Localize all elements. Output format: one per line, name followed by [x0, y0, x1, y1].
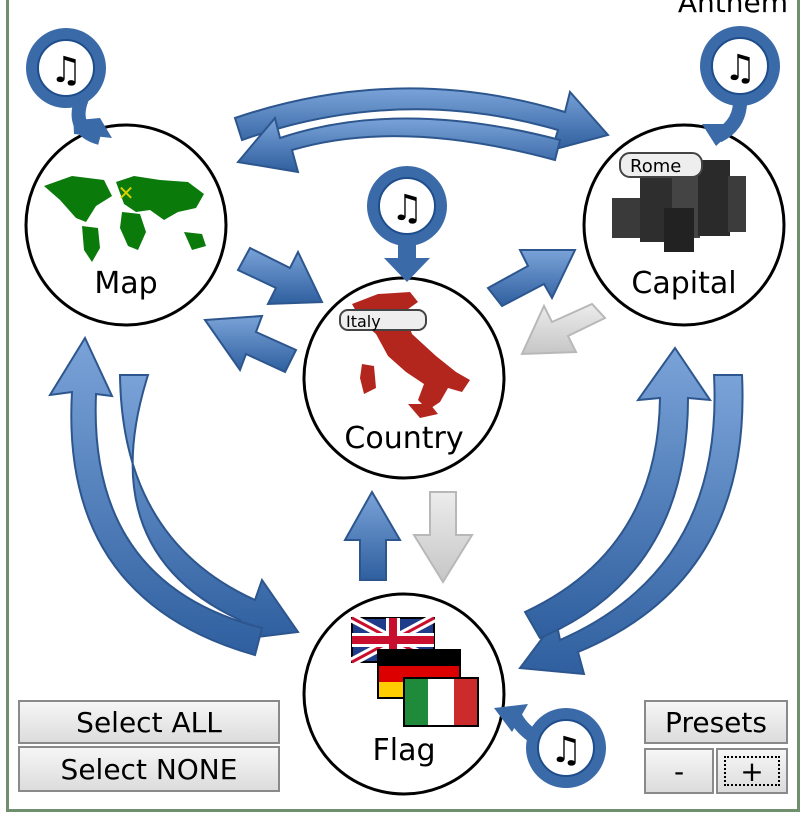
arrow-map-to-flag[interactable]: [118, 374, 300, 642]
arrow-country-to-flag[interactable]: [412, 491, 474, 584]
remove-preset-button[interactable]: -: [644, 748, 714, 794]
capital-tag-text: Rome: [630, 156, 681, 177]
arrow-capital-to-flag[interactable]: [518, 374, 744, 676]
music-note-icon[interactable]: ♫: [494, 704, 606, 788]
music-note-icon[interactable]: ♫: [26, 28, 112, 145]
flag-italy-icon: [403, 677, 479, 727]
arrow-flag-to-map[interactable]: [48, 335, 264, 657]
city-skyline-icon: [612, 160, 746, 252]
arrow-country-to-capital[interactable]: [486, 249, 577, 308]
svg-text:♫: ♫: [50, 50, 82, 91]
svg-text:✕: ✕: [118, 181, 135, 205]
world-map-icon: ✕: [44, 176, 206, 262]
arrow-country-to-map[interactable]: [203, 314, 298, 374]
capital-label: Capital: [631, 266, 736, 301]
anthem-label: Anthem: [677, 0, 788, 19]
svg-text:♫: ♫: [550, 730, 582, 771]
select-none-button[interactable]: Select NONE: [18, 746, 280, 792]
arrow-capital-to-map[interactable]: [236, 115, 562, 174]
arrow-flag-to-country[interactable]: [343, 489, 402, 581]
flag-label: Flag: [372, 733, 435, 768]
arrow-flag-to-capital[interactable]: [523, 346, 713, 640]
arrow-capital-to-country[interactable]: [520, 302, 607, 356]
add-preset-button[interactable]: +: [716, 748, 788, 794]
arrow-map-to-capital[interactable]: [233, 87, 610, 152]
arrow-map-to-country[interactable]: [236, 246, 324, 306]
music-note-icon[interactable]: ♫: [700, 26, 780, 146]
capital-name-tag: Rome: [619, 152, 703, 178]
country-label: Country: [344, 421, 463, 456]
svg-text:♫: ♫: [391, 188, 423, 229]
svg-text:♫: ♫: [724, 48, 756, 89]
map-label: Map: [94, 266, 157, 301]
music-note-icon[interactable]: ♫: [367, 166, 447, 282]
country-name-tag: Italy: [339, 309, 427, 331]
presets-button[interactable]: Presets: [644, 700, 788, 744]
select-all-button[interactable]: Select ALL: [18, 700, 280, 744]
country-tag-text: Italy: [346, 312, 381, 331]
